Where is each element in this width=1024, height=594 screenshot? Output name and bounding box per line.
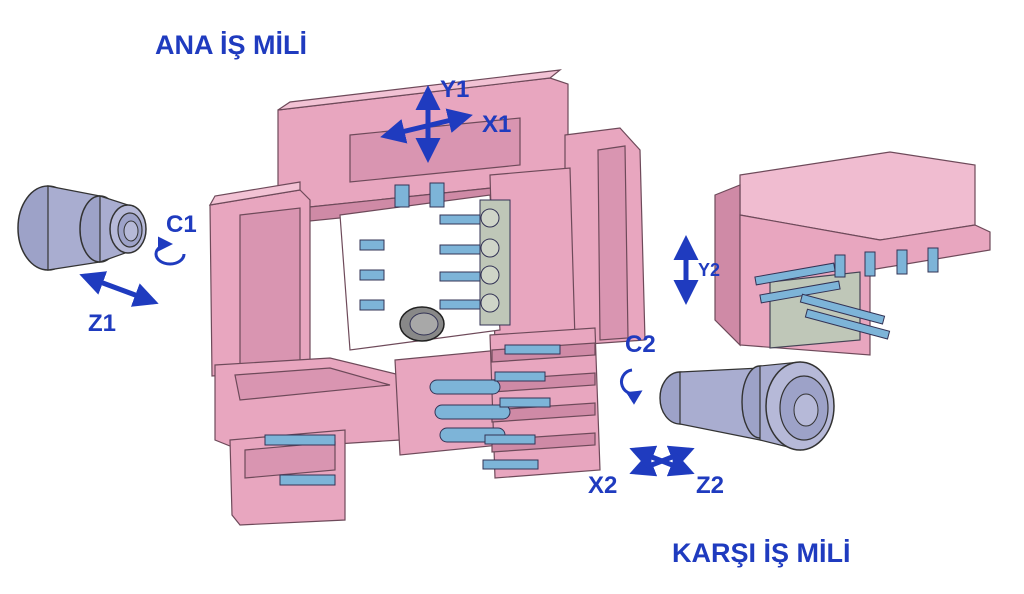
turret-body <box>208 69 646 526</box>
c1-rotation-arrow <box>154 236 186 266</box>
c2-label: C2 <box>625 331 656 358</box>
sub-spindle-label: KARŞI İŞ MİLİ <box>672 538 851 568</box>
y2-label: Y2 <box>698 260 721 280</box>
turret-tools <box>264 182 561 486</box>
main-spindle-label: ANA İŞ MİLİ <box>155 30 307 60</box>
x2-label: X2 <box>588 472 618 499</box>
z2-arrow <box>629 445 695 477</box>
z2-label: Z2 <box>696 472 725 499</box>
z1-label: Z1 <box>88 310 117 337</box>
c1-label: C1 <box>166 211 197 238</box>
x1-arrow <box>380 108 473 144</box>
c2-rotation-arrow <box>620 368 643 405</box>
x1-label: X1 <box>482 111 512 138</box>
axis-arrows <box>79 85 699 477</box>
y1-label: Y1 <box>440 76 470 103</box>
main-spindle-drawing <box>17 185 147 271</box>
z1-arrow <box>79 271 159 307</box>
upper-block-tools <box>754 247 939 340</box>
sub-spindle-drawing <box>659 361 835 451</box>
